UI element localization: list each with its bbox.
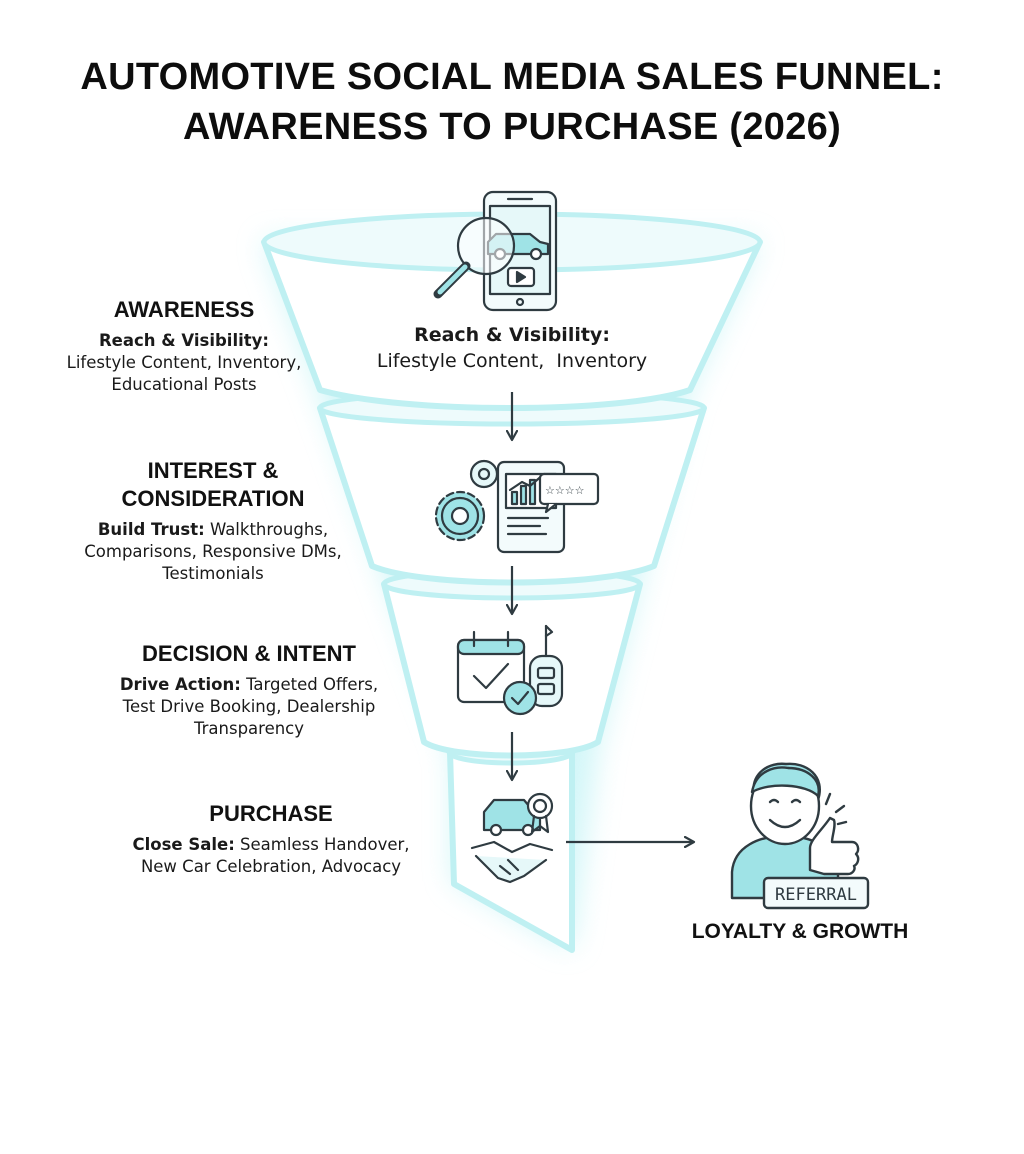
stage-interest: INTEREST &CONSIDERATION Build Trust: Wal… bbox=[60, 457, 366, 585]
funnel-inner-text: Reach & Visibility: Lifestyle Content, I… bbox=[360, 322, 664, 374]
stage-desc-purchase: Close Sale: Seamless Handover, New Car C… bbox=[132, 835, 410, 876]
referral-badge-text: REFERRAL bbox=[775, 885, 857, 905]
stage-decision: DECISION & INTENT Drive Action: Targeted… bbox=[106, 640, 392, 740]
stage-name-awareness: AWARENESS bbox=[113, 297, 255, 322]
handshake-car-badge-icon bbox=[470, 792, 554, 884]
diagram-title: AUTOMOTIVE SOCIAL MEDIA SALES FUNNEL: AW… bbox=[0, 52, 1024, 152]
stage-desc-interest: Build Trust: Walkthroughs, Comparisons, … bbox=[84, 520, 342, 583]
smartphone-magnifier-car-icon bbox=[433, 190, 558, 312]
title-line-1: AUTOMOTIVE SOCIAL MEDIA SALES FUNNEL: bbox=[80, 56, 944, 98]
svg-text:☆☆☆☆: ☆☆☆☆ bbox=[545, 484, 585, 497]
calendar-check-keyfob-icon bbox=[456, 624, 564, 716]
stage-name-decision: DECISION & INTENT bbox=[142, 641, 356, 666]
title-line-2: AWARENESS TO PURCHASE (2026) bbox=[182, 106, 842, 148]
stage-desc-awareness: Reach & Visibility:Lifestyle Content, In… bbox=[66, 331, 302, 394]
gears-tablet-reviews-icon: ☆☆☆☆ bbox=[434, 459, 600, 554]
stage-desc-decision: Drive Action: Targeted Offers, Test Driv… bbox=[119, 675, 379, 738]
stage-name-purchase: PURCHASE bbox=[209, 801, 333, 826]
funnel-inner-lead: Reach & Visibility: bbox=[414, 324, 610, 346]
stage-name-interest: INTEREST &CONSIDERATION bbox=[121, 458, 305, 511]
loyalty-growth-label: LOYALTY & GROWTH bbox=[691, 920, 909, 943]
funnel-inner-rest: Lifestyle Content, Inventory bbox=[376, 350, 648, 372]
stage-purchase: PURCHASE Close Sale: Seamless Handover, … bbox=[118, 800, 424, 878]
stage-awareness: AWARENESS Reach & Visibility:Lifestyle C… bbox=[30, 296, 338, 396]
happy-customer-thumbs-up-icon bbox=[730, 762, 870, 910]
